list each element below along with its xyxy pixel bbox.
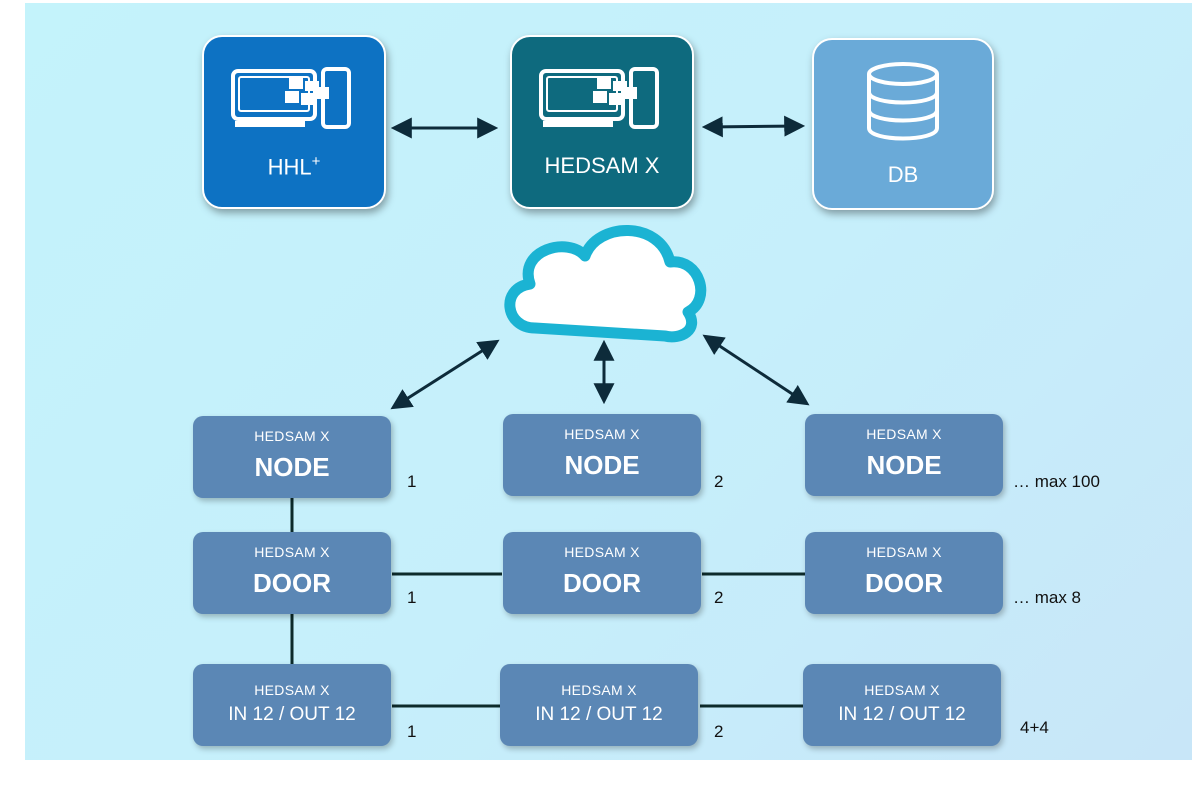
hedsam-x-tile: HEDSAM X	[510, 35, 694, 209]
node-max-label: … max 100	[1013, 472, 1100, 491]
node-title: NODE	[866, 450, 942, 480]
io-title: IN 12 / OUT 12	[838, 704, 966, 725]
hhl-plus-label: HHL+	[267, 153, 321, 180]
db-label: DB	[887, 162, 919, 187]
node-caption: HEDSAM X	[254, 428, 330, 444]
hedsam-x-label: HEDSAM X	[544, 153, 660, 178]
io-caption: HEDSAM X	[864, 682, 940, 698]
io-max-label: 4+4	[1020, 718, 1049, 737]
node-title: NODE	[564, 450, 640, 480]
node-caption: HEDSAM X	[564, 426, 640, 442]
monitor-phone-icon	[231, 67, 351, 129]
door-title: DOOR	[563, 568, 641, 598]
db-tile: DB	[812, 38, 994, 210]
door-box-1: HEDSAM X DOOR	[193, 532, 391, 614]
io-number-2: 2	[714, 722, 724, 741]
io-caption: HEDSAM X	[561, 682, 637, 698]
node-title: NODE	[254, 452, 330, 482]
door-title: DOOR	[865, 568, 943, 598]
io-caption: HEDSAM X	[254, 682, 330, 698]
door-caption: HEDSAM X	[866, 544, 942, 560]
door-title: DOOR	[253, 568, 331, 598]
door-caption: HEDSAM X	[564, 544, 640, 560]
database-icon	[867, 62, 939, 141]
io-box-3: HEDSAM X IN 12 / OUT 12	[803, 664, 1001, 746]
io-title: IN 12 / OUT 12	[535, 704, 663, 725]
io-title: IN 12 / OUT 12	[228, 704, 356, 725]
node-box-2: HEDSAM X NODE	[503, 414, 701, 496]
node-caption: HEDSAM X	[866, 426, 942, 442]
io-number-1: 1	[407, 722, 417, 741]
io-box-2: HEDSAM X IN 12 / OUT 12	[500, 664, 698, 746]
door-max-label: … max 8	[1013, 588, 1082, 607]
io-box-1: HEDSAM X IN 12 / OUT 12	[193, 664, 391, 746]
node-number-1: 1	[407, 472, 417, 491]
monitor-phone-icon	[539, 67, 659, 129]
node-box-3: HEDSAM X NODE	[805, 414, 1003, 496]
door-number-1: 1	[407, 588, 417, 607]
hhl-plus-tile: HHL+	[202, 35, 386, 209]
door-number-2: 2	[714, 588, 724, 607]
door-caption: HEDSAM X	[254, 544, 330, 560]
node-box-1: HEDSAM X NODE	[193, 416, 391, 498]
door-box-3: HEDSAM X DOOR	[805, 532, 1003, 614]
node-number-2: 2	[714, 472, 724, 491]
door-box-2: HEDSAM X DOOR	[503, 532, 701, 614]
